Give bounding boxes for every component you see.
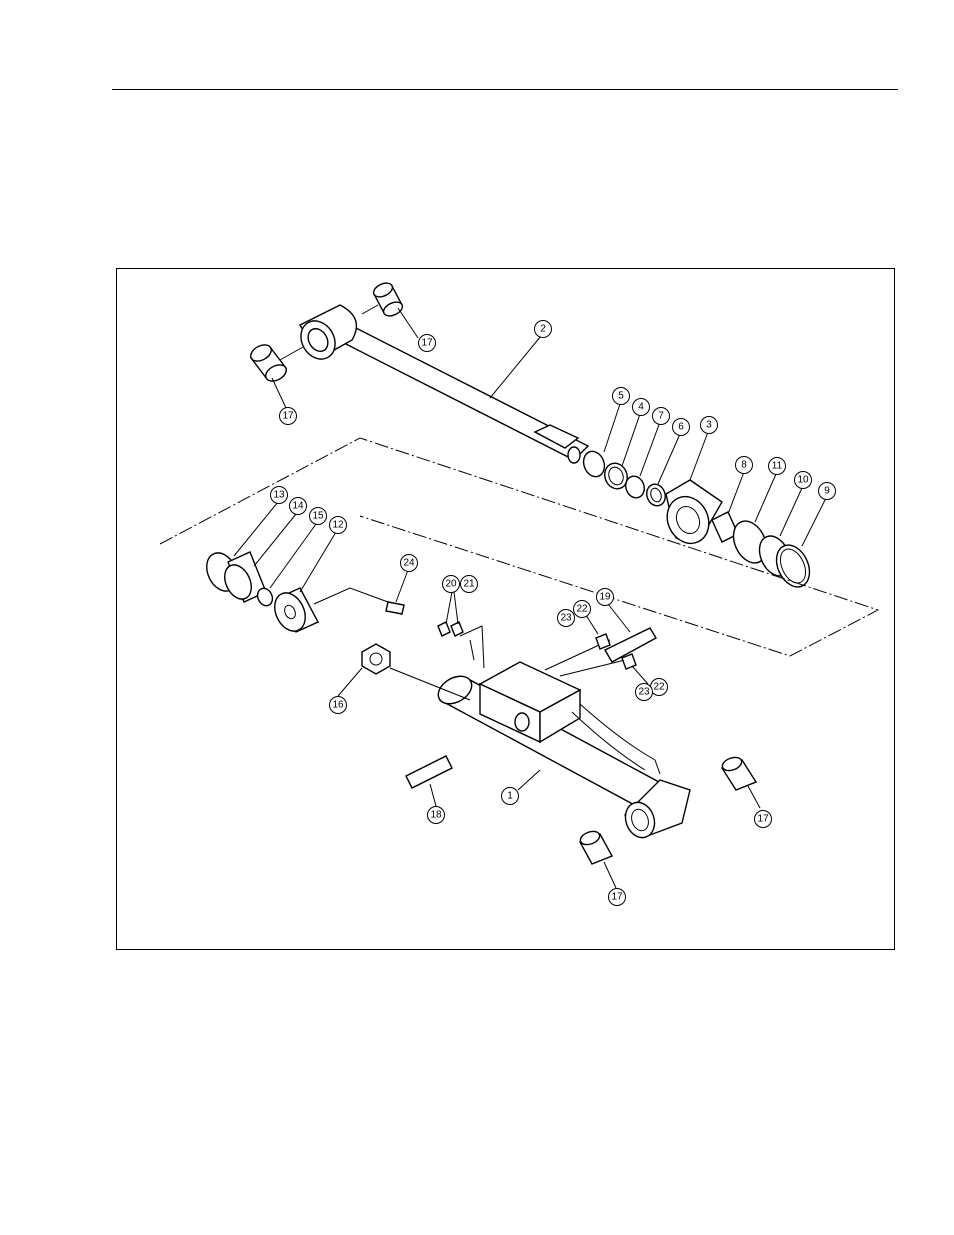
svg-text:17: 17 (611, 892, 623, 903)
bushing-upper-left (248, 342, 289, 385)
bushing-lower-right (721, 755, 756, 790)
callout-18: 18 (428, 807, 445, 824)
callout-22-lower: 22 (651, 679, 668, 696)
head-gland (660, 480, 722, 550)
callout-16: 16 (330, 697, 347, 714)
svg-text:9: 9 (824, 486, 830, 497)
svg-text:19: 19 (599, 592, 611, 603)
svg-text:6: 6 (678, 422, 684, 433)
callout-2: 2 (535, 321, 552, 338)
svg-text:13: 13 (273, 490, 285, 501)
svg-text:16: 16 (332, 700, 344, 711)
callout-9: 9 (819, 483, 836, 500)
bushing-upper-right (371, 280, 404, 318)
svg-text:7: 7 (658, 411, 664, 422)
svg-text:17: 17 (421, 338, 433, 349)
callout-22-upper: 22 (574, 601, 591, 618)
callout-24: 24 (401, 555, 418, 572)
svg-text:22: 22 (653, 682, 665, 693)
callout-23-lower: 23 (636, 684, 653, 701)
callout-17-lower-left: 17 (609, 889, 626, 906)
piston-rings (712, 512, 816, 592)
svg-text:17: 17 (757, 814, 769, 825)
svg-text:21: 21 (463, 579, 475, 590)
svg-text:4: 4 (638, 402, 644, 413)
leader-lines (234, 308, 826, 888)
callout-15: 15 (310, 508, 327, 525)
callout-13: 13 (271, 487, 288, 504)
svg-text:23: 23 (638, 687, 650, 698)
callout-19: 19 (597, 589, 614, 606)
svg-text:24: 24 (403, 558, 415, 569)
callout-1: 1 (502, 788, 519, 805)
svg-text:15: 15 (312, 511, 324, 522)
callout-4: 4 (633, 399, 650, 416)
callout-10: 10 (795, 472, 812, 489)
callout-6: 6 (673, 419, 690, 436)
callout-20: 20 (443, 576, 460, 593)
callout-11: 11 (769, 458, 786, 475)
callout-12: 12 (330, 517, 347, 534)
callout-7: 7 (653, 408, 670, 425)
rod-seals (580, 448, 668, 508)
callout-21: 21 (461, 576, 478, 593)
svg-text:3: 3 (706, 420, 712, 431)
svg-text:8: 8 (741, 460, 747, 471)
callout-14: 14 (290, 498, 307, 515)
piston-assembly (201, 548, 404, 636)
svg-text:10: 10 (797, 475, 809, 486)
svg-text:14: 14 (292, 501, 304, 512)
callout-5: 5 (613, 388, 630, 405)
bushing-lower-left (579, 829, 612, 864)
svg-text:11: 11 (772, 461, 783, 472)
svg-text:1: 1 (507, 791, 513, 802)
callout-23-upper: 23 (558, 610, 575, 627)
svg-text:17: 17 (282, 411, 294, 422)
svg-text:12: 12 (332, 520, 344, 531)
callout-3: 3 (701, 417, 718, 434)
callout-8: 8 (736, 457, 753, 474)
svg-text:20: 20 (445, 579, 457, 590)
svg-text:23: 23 (560, 613, 572, 624)
callout-17-upper-left: 17 (280, 408, 297, 425)
callout-17-lower-right: 17 (755, 811, 772, 828)
callout-17-upper-right: 17 (419, 335, 436, 352)
svg-text:2: 2 (540, 324, 546, 335)
svg-text:5: 5 (618, 391, 624, 402)
svg-text:22: 22 (576, 604, 588, 615)
svg-text:18: 18 (430, 810, 442, 821)
